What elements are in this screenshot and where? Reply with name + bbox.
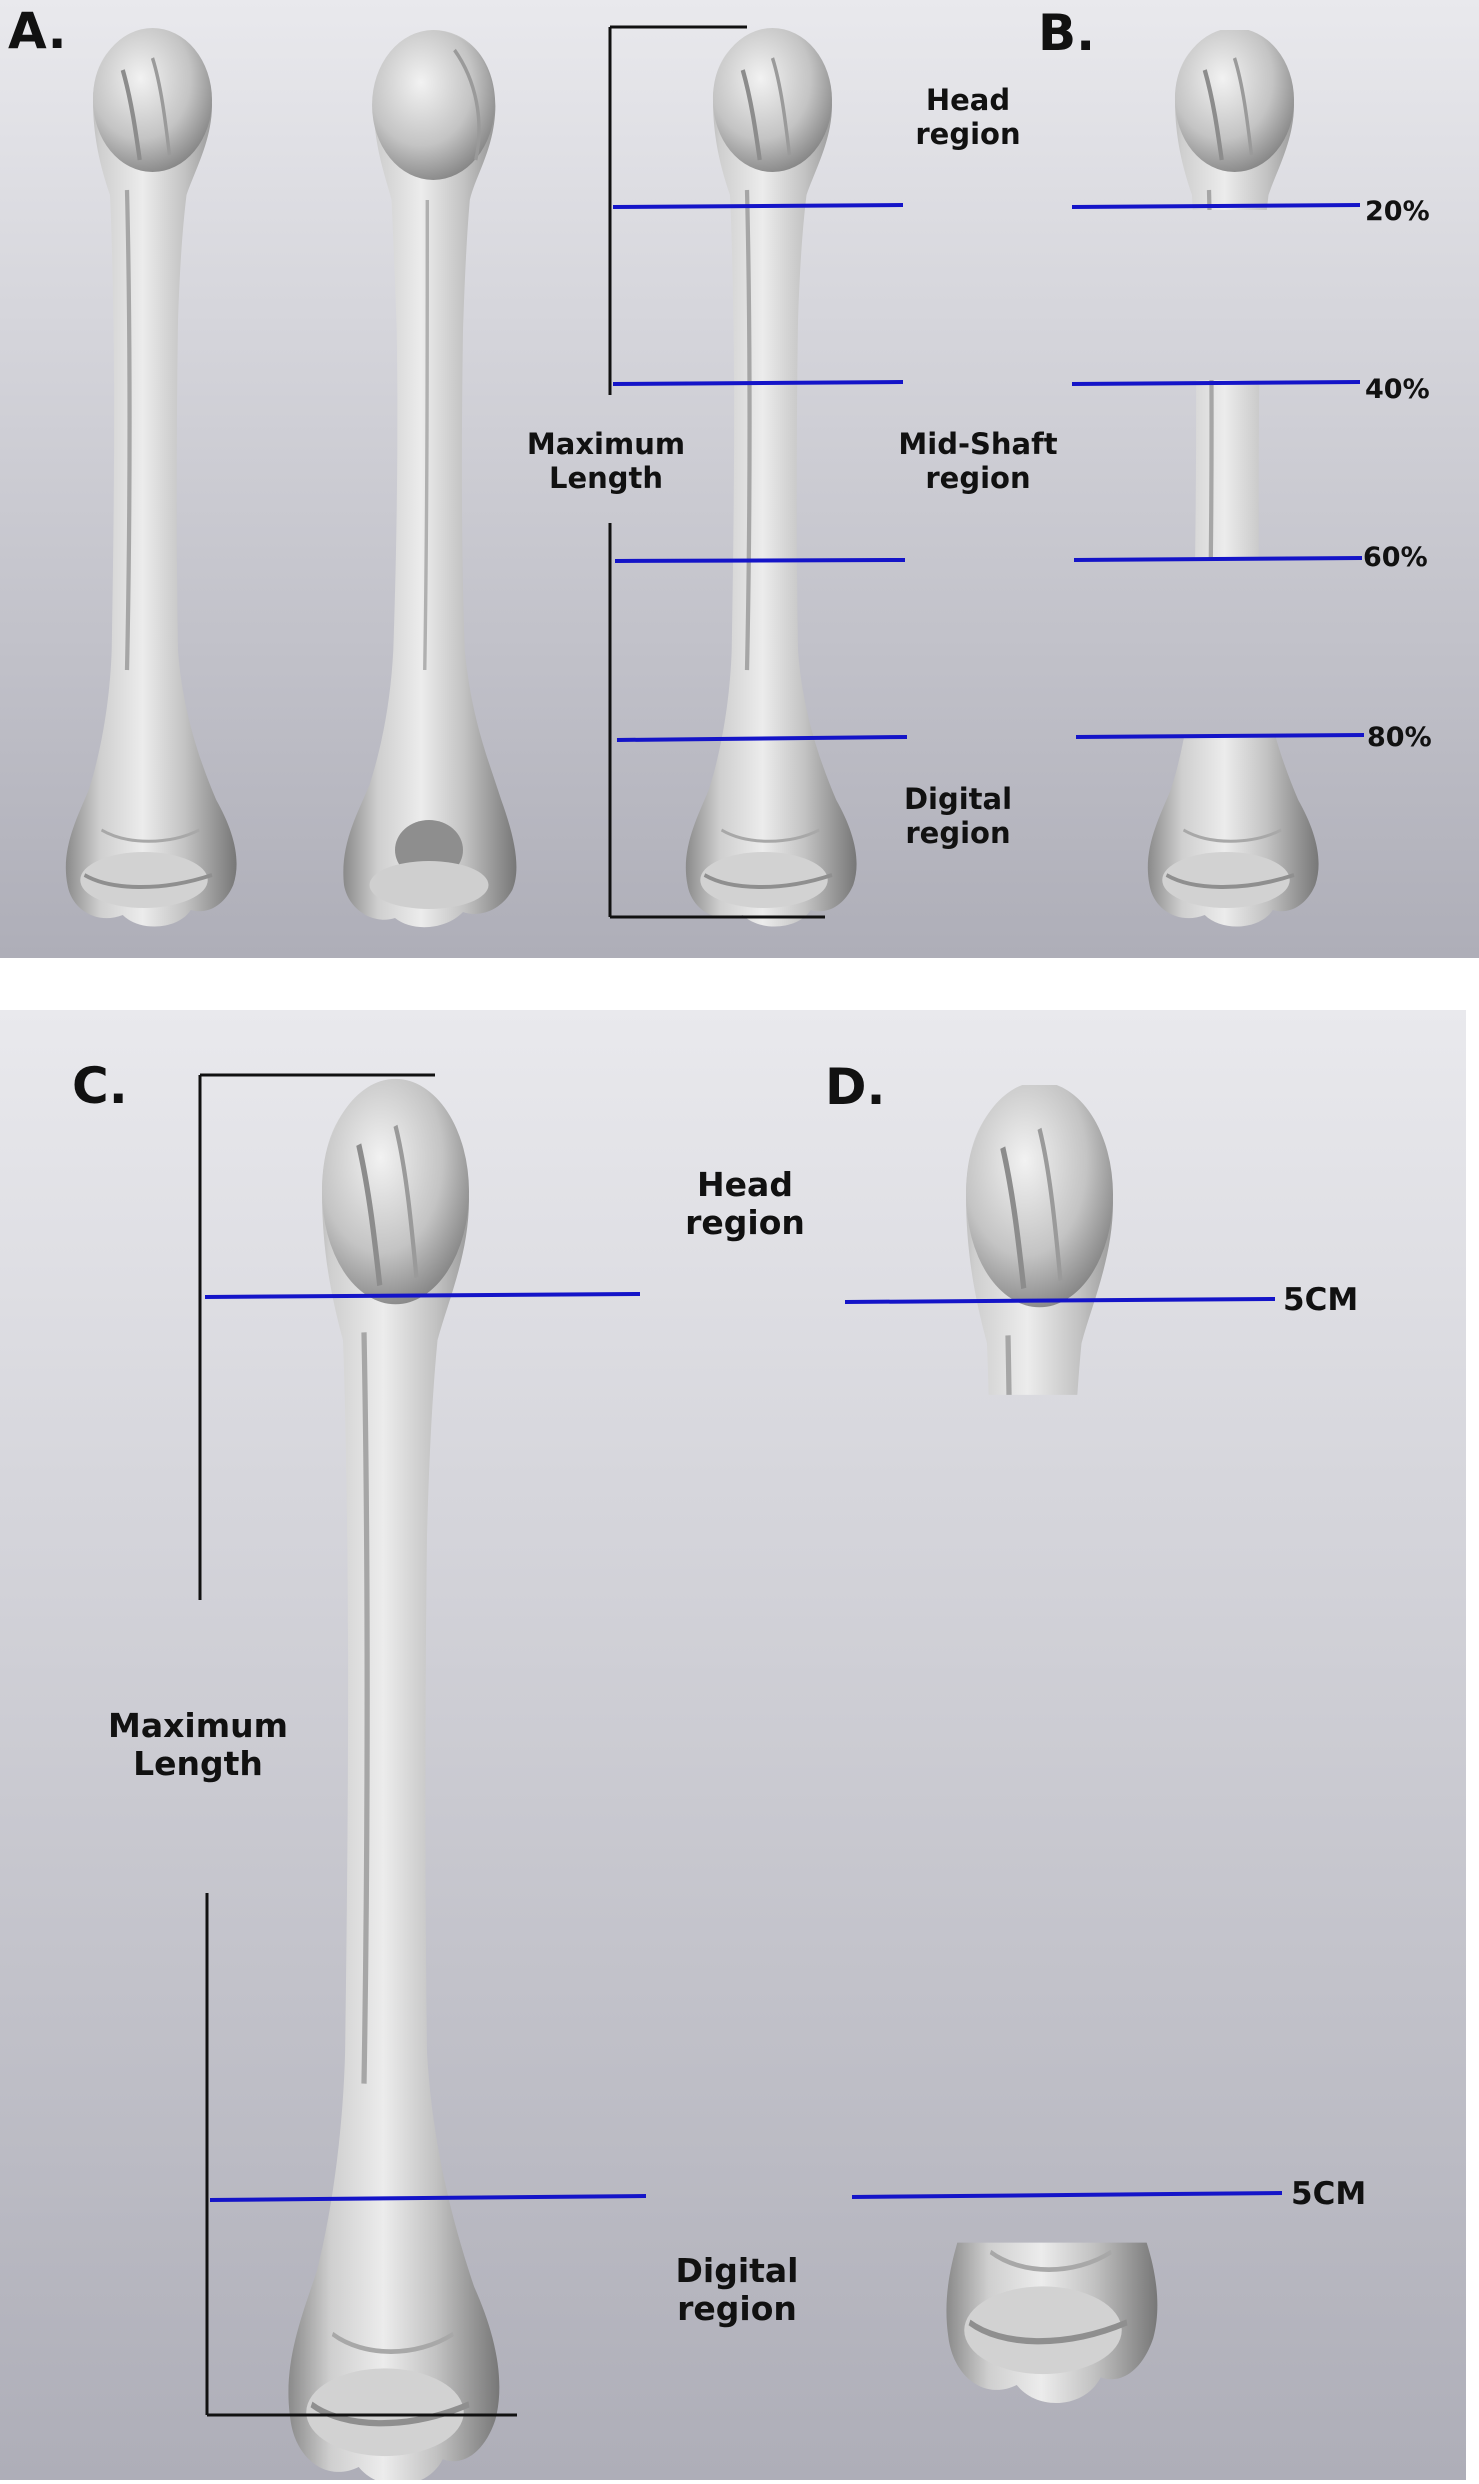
cut-line-a-20 — [612, 203, 904, 209]
cut-line-a-60 — [614, 558, 906, 563]
cut-line-d-digital — [851, 2191, 1283, 2199]
cut-lines-d — [844, 1297, 1283, 2199]
panel-cd-background — [0, 1010, 1466, 2480]
panel-letter-b: B. — [1038, 4, 1095, 62]
head-region-label-a-line1: Head — [926, 83, 1010, 117]
digital-region-label-a-line1: Digital — [904, 782, 1012, 816]
digital-region-label-a-line2: region — [905, 816, 1010, 850]
head-region-label-a-line2: region — [915, 117, 1020, 151]
panel-cd: C. Maximum Length Head region Digital re… — [0, 1010, 1466, 2480]
cut-label-d-head: 5CM — [1283, 1282, 1358, 1318]
cut-line-b-20 — [1071, 203, 1361, 209]
cut-lines-c — [204, 1292, 647, 2202]
cut-label-80: 80% — [1367, 722, 1432, 753]
cut-line-b-80 — [1075, 733, 1365, 739]
digital-region-label-c-line1: Digital — [676, 2251, 799, 2290]
midshaft-region-label-a-line1: Mid-Shaft — [898, 427, 1057, 461]
max-length-label-c-line2: Length — [133, 1744, 263, 1783]
panel-letter-d: D. — [825, 1058, 886, 1116]
cut-label-20: 20% — [1365, 196, 1430, 227]
cut-lines-a — [612, 203, 908, 742]
max-length-label-a-line1: Maximum — [527, 427, 685, 461]
panel-letter-a: A. — [8, 2, 67, 60]
cut-lines-b — [1071, 203, 1365, 739]
cut-line-c-head — [204, 1292, 641, 1299]
head-region-label-c-line1: Head — [697, 1165, 793, 1204]
max-length-bracket-a — [608, 25, 825, 919]
cut-line-d-head — [844, 1297, 1276, 1304]
cut-label-d-digital: 5CM — [1291, 2176, 1366, 2212]
cut-line-c-digital — [209, 2194, 647, 2202]
max-length-label-c-line1: Maximum — [108, 1706, 288, 1745]
panel-letter-c: C. — [72, 1057, 128, 1115]
cut-line-a-80 — [616, 735, 908, 742]
midshaft-region-label-a-line2: region — [925, 461, 1030, 495]
cut-line-b-60 — [1073, 556, 1363, 562]
cut-line-a-40 — [612, 380, 904, 386]
cut-label-40: 40% — [1365, 374, 1430, 405]
cut-label-60: 60% — [1363, 542, 1428, 573]
cut-line-b-40 — [1071, 380, 1361, 386]
panel-ab: A. Maximum Length Head region Mid-Shaft … — [0, 0, 1479, 958]
max-length-bracket-c — [198, 1073, 517, 2417]
digital-region-label-c-line2: region — [677, 2289, 797, 2328]
head-region-label-c-line2: region — [685, 1203, 805, 1242]
max-length-label-a-line2: Length — [549, 461, 663, 495]
